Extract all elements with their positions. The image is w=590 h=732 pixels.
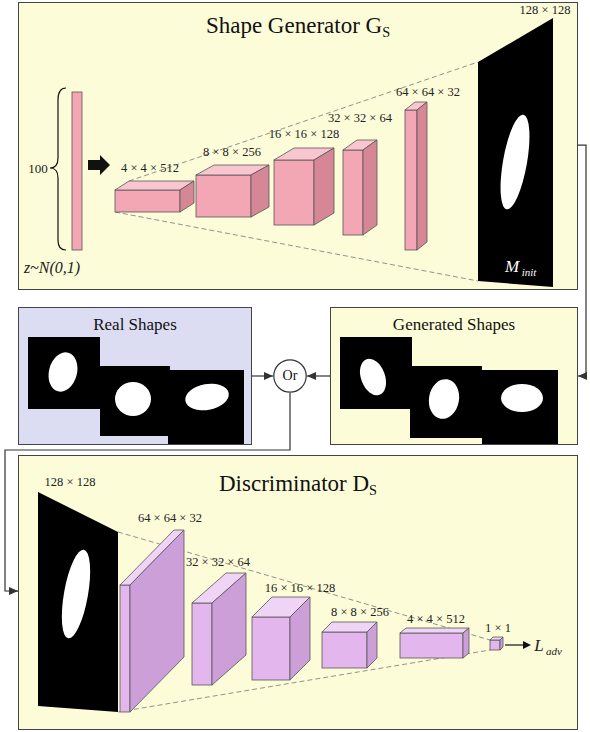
connector (252, 372, 273, 380)
title-text: Generated Shapes (393, 315, 515, 334)
title-text: Discriminator D (219, 471, 369, 496)
connector (307, 372, 330, 380)
or-circle: Or (273, 359, 307, 393)
mask-subscript: init (522, 267, 537, 278)
size-label: 4 × 4 × 512 (121, 162, 179, 175)
size-label: 32 × 32 × 64 (328, 112, 392, 125)
arrow-head (307, 372, 316, 380)
real-shapes-panel: Real Shapes (18, 307, 252, 445)
title-subscript: S (369, 482, 377, 498)
node-title: Discriminator DS (19, 471, 577, 503)
size-label: 8 × 8 × 256 (203, 146, 261, 159)
connector-line (307, 375, 330, 376)
size-label: 64 × 64 × 32 (396, 86, 460, 99)
size-label: 128 × 128 (45, 476, 96, 489)
loss-symbol: L (534, 637, 543, 654)
size-label: 16 × 16 × 128 (269, 128, 339, 141)
generator-panel: Shape Generator GS (18, 2, 578, 290)
size-label: 8 × 8 × 256 (331, 606, 389, 619)
loss-subscript: adv (546, 646, 562, 657)
node-title: Or (273, 359, 307, 393)
size-label: 64 × 64 × 32 (138, 512, 202, 525)
size-label: 4 × 4 × 512 (407, 613, 465, 626)
arrow-head (9, 587, 18, 595)
title-text: Or (283, 368, 298, 383)
title-text: Real Shapes (93, 315, 177, 334)
node-title: Shape Generator GS (19, 13, 577, 45)
noise-distribution: z~N(0,1) (24, 260, 80, 276)
generated-shapes-panel: Generated Shapes (330, 307, 578, 445)
title-text: Shape Generator G (206, 13, 382, 38)
vector-size: 100 (28, 162, 48, 175)
connector (578, 145, 587, 380)
connector-line (578, 145, 586, 376)
node-title: Generated Shapes (331, 315, 577, 335)
size-label: 128 × 128 (520, 4, 571, 17)
size-label: 16 × 16 × 128 (265, 582, 335, 595)
mask-symbol: M (505, 258, 519, 275)
arrow-head (578, 372, 587, 380)
title-subscript: S (382, 24, 390, 40)
size-label: 32 × 32 × 64 (186, 556, 250, 569)
circle-shape (274, 360, 306, 392)
node-title: Real Shapes (19, 315, 251, 335)
connector-line (252, 375, 273, 376)
arrow-head (264, 372, 273, 380)
size-label: 1 × 1 (485, 622, 511, 635)
